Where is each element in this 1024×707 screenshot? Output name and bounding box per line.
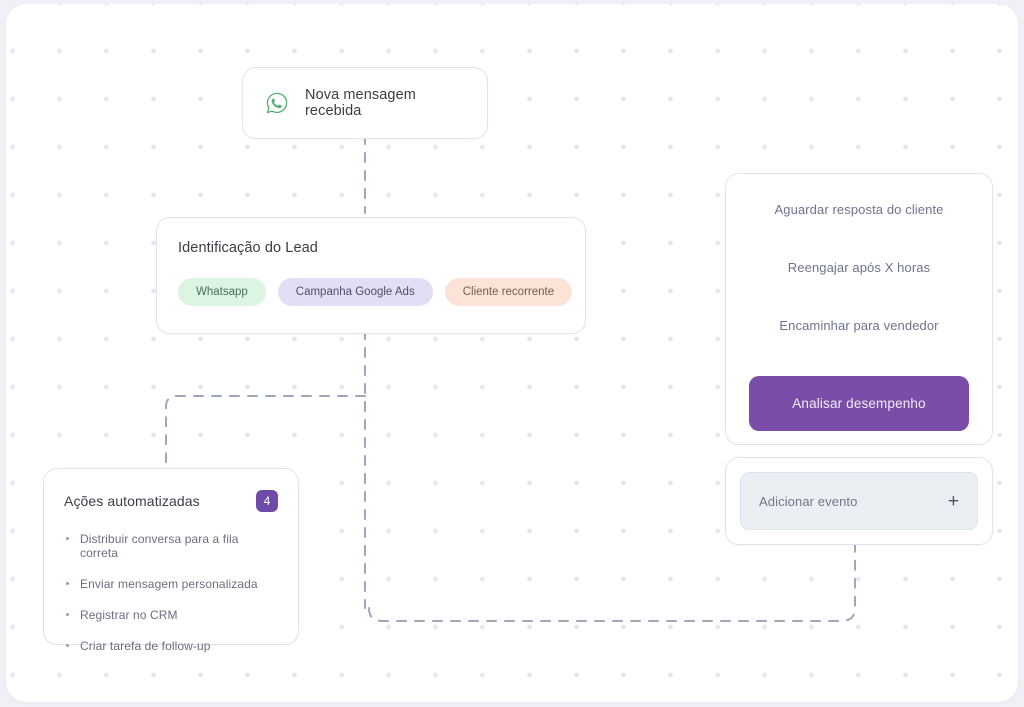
lead-card-title: Identificação do Lead [178,240,318,256]
flow-canvas: Nova mensagem recebida Identificação do … [6,4,1018,702]
list-item[interactable]: Registrar no CRM [64,608,278,622]
actions-list: Distribuir conversa para a fila correta … [64,532,278,653]
whatsapp-icon [266,92,288,114]
step-reengajar[interactable]: Reengajar após X horas [787,260,931,275]
actions-card-title: Ações automatizadas [64,493,200,509]
analisar-desempenho-button[interactable]: Analisar desempenho [749,376,969,431]
next-steps-card[interactable]: Aguardar resposta do cliente Reengajar a… [725,173,993,445]
connector-branch-to-actions [165,395,366,467]
trigger-label: Nova mensagem recebida [305,87,416,119]
step-aguardar-resposta[interactable]: Aguardar resposta do cliente [774,202,944,217]
list-item[interactable]: Distribuir conversa para a fila correta [64,532,278,560]
automated-actions-card[interactable]: Ações automatizadas 4 Distribuir convers… [43,468,299,653]
list-item[interactable]: Enviar mensagem personalizada [64,577,278,591]
actions-count-badge: 4 [256,490,278,512]
add-event-button[interactable]: Adicionar evento + [740,472,978,530]
actions-card-header: Ações automatizadas 4 [64,490,278,512]
lead-identification-card[interactable]: Identificação do Lead Whatsapp Campanha … [156,217,586,334]
step-encaminhar-vendedor[interactable]: Encaminhar para vendedor [779,318,939,333]
add-event-card[interactable]: Adicionar evento + [725,457,993,545]
add-event-label: Adicionar evento [759,493,858,509]
list-item[interactable]: Criar tarefa de follow-up [64,639,278,653]
lead-chip-list: Whatsapp Campanha Google Ads Cliente rec… [178,278,573,306]
chip-campanha-google-ads[interactable]: Campanha Google Ads [277,278,433,306]
connector-bottom-loop [368,540,856,622]
chip-whatsapp[interactable]: Whatsapp [178,278,266,306]
chip-cliente-recorrente[interactable]: Cliente recorrente [444,278,573,306]
plus-icon[interactable]: + [947,490,959,512]
trigger-card[interactable]: Nova mensagem recebida [242,67,488,139]
